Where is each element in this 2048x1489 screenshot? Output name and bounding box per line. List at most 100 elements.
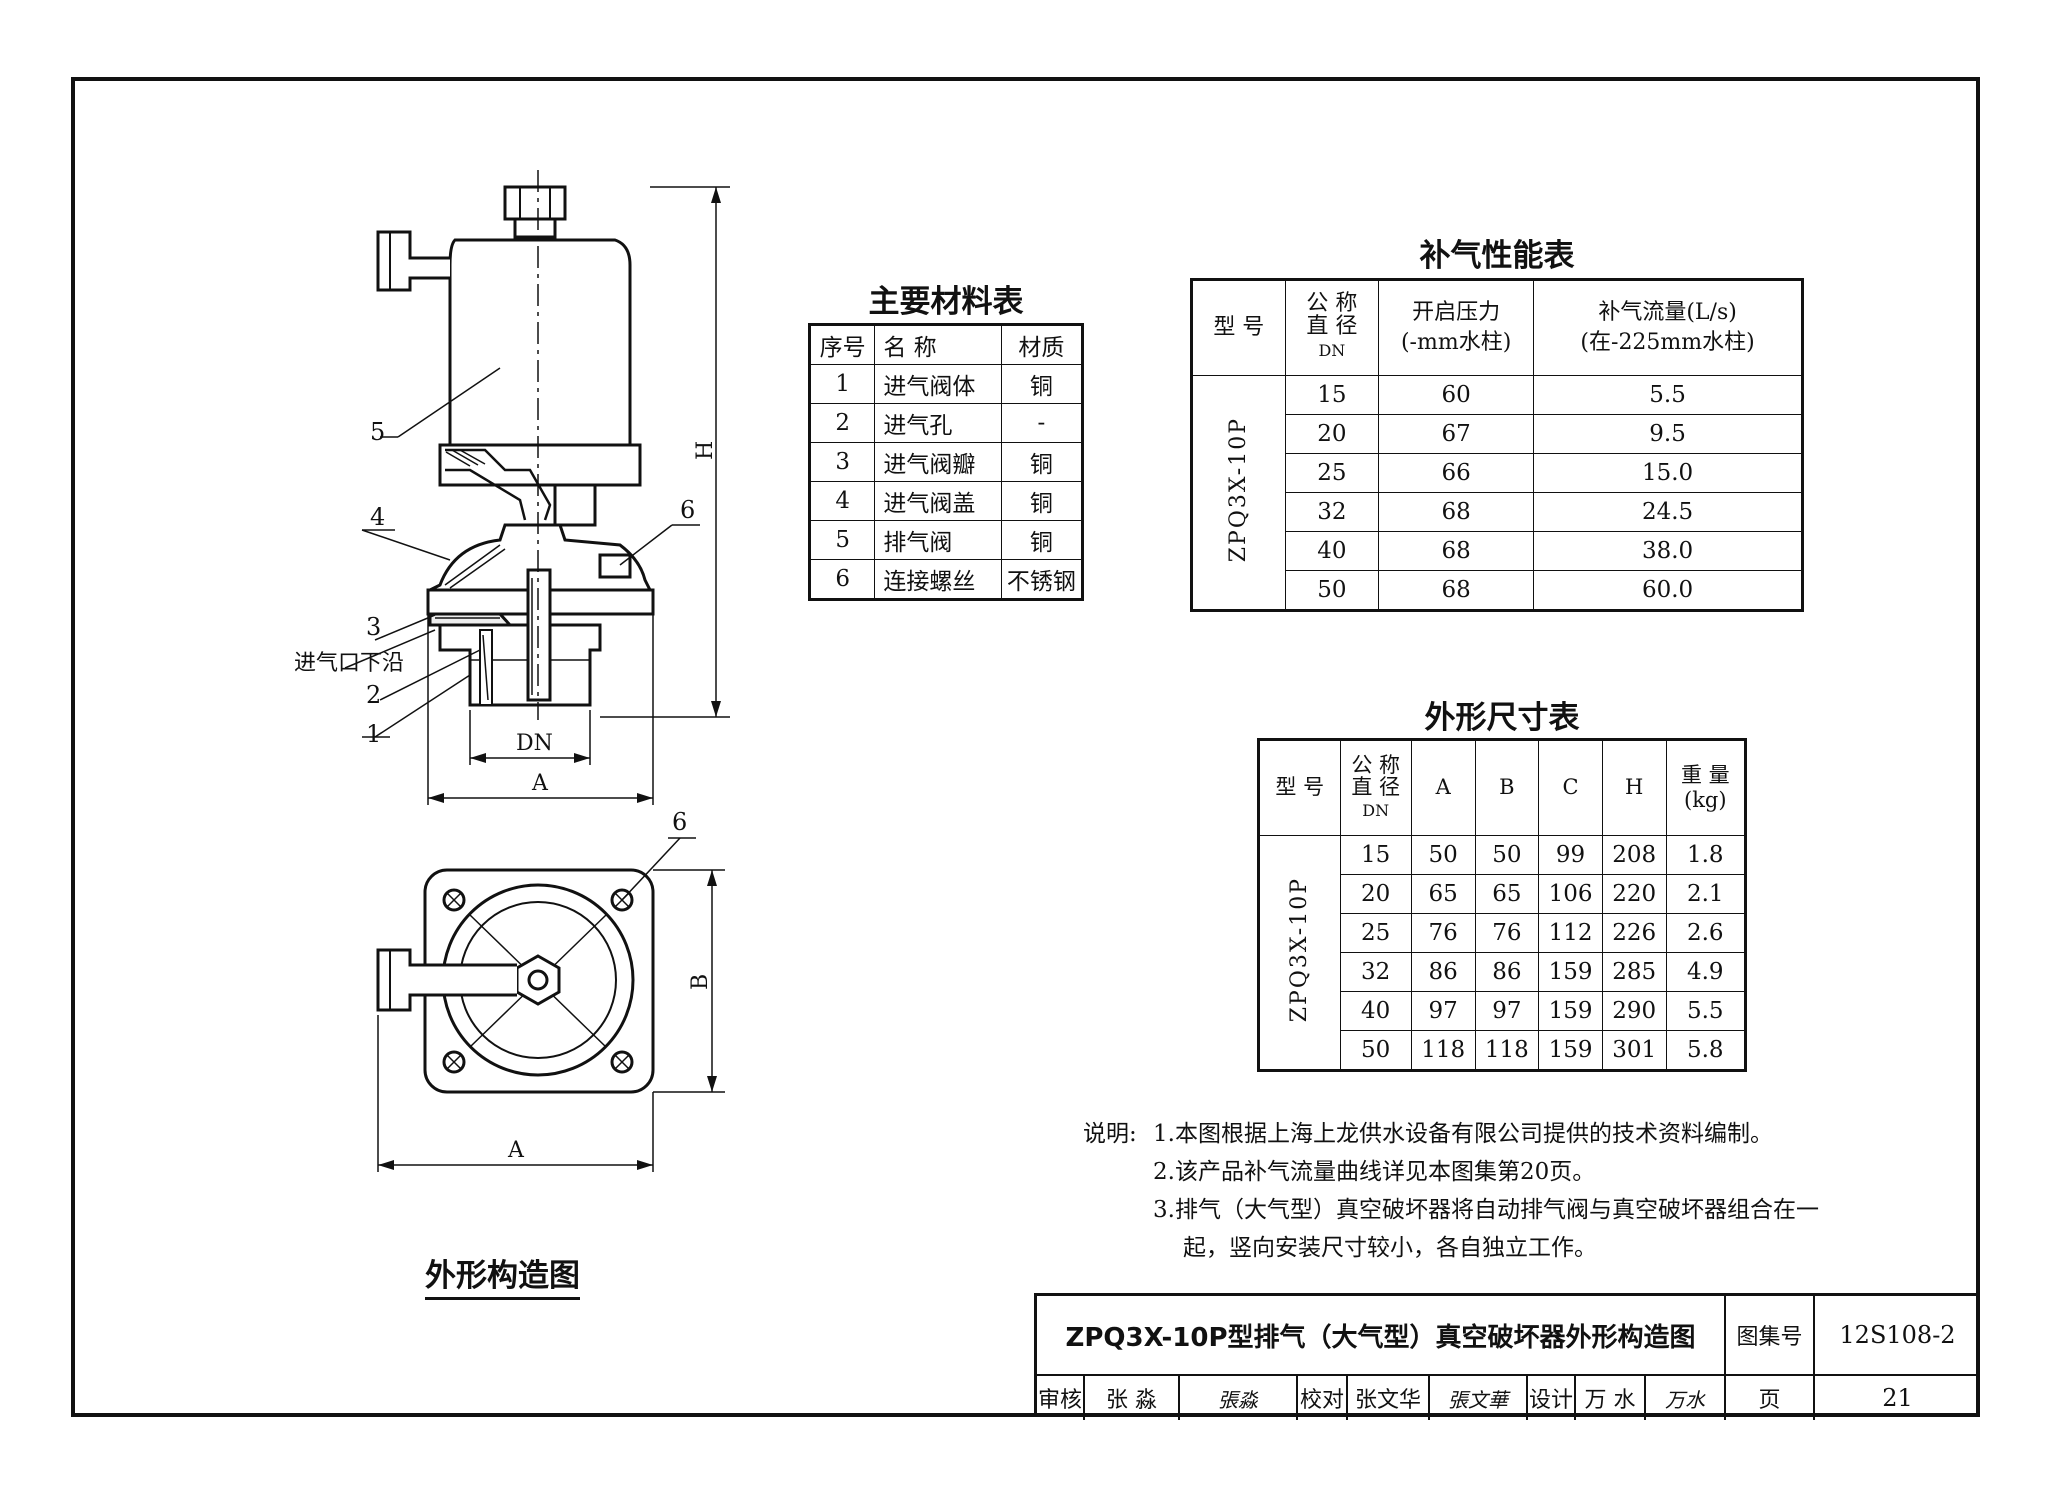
table-cell: 20 (1284, 414, 1380, 454)
table-row: 2 进气孔 - (808, 403, 1084, 443)
callout-2: 2 (366, 681, 381, 709)
header-model: 型 号 (1258, 739, 1341, 836)
header-weight-line2: (kg) (1684, 788, 1727, 812)
table-cell: 25 (1339, 913, 1412, 953)
table-cell: 1.8 (1665, 835, 1747, 875)
header-dn-line3: DN (1362, 800, 1390, 820)
table-cell: 1 (808, 364, 876, 404)
table-cell: 铜 (1000, 442, 1084, 482)
atlas-number-value: 12S108-2 (1815, 1296, 1980, 1376)
table-cell: 进气阀盖 (874, 481, 1002, 521)
check-signature: 張文華 (1430, 1376, 1528, 1420)
header-flow: 补气流量(L/s) (在-225mm水柱) (1533, 279, 1803, 376)
table-cell: 32 (1339, 952, 1412, 992)
header-dn-line3: DN (1318, 340, 1346, 360)
table-cell: 32 (1284, 492, 1380, 532)
table-cell: 排气阀 (874, 520, 1002, 560)
table-cell: 38.0 (1533, 531, 1803, 571)
table-cell: 5.8 (1665, 1030, 1747, 1071)
table-cell: 118 (1410, 1030, 1476, 1071)
dim-a-label: A (531, 771, 549, 796)
table-cell: 65 (1410, 874, 1476, 914)
table-cell: 15 (1339, 835, 1412, 875)
header-flow-label: 补气流量(L/s) (1598, 300, 1737, 326)
table-cell: 60 (1378, 375, 1535, 415)
dimensions-table-title: 外形尺寸表 (1424, 700, 1580, 736)
note-line-4: 起，竖向安装尺寸较小，各自独立工作。 (1183, 1235, 1597, 1261)
page-number: 21 (1882, 1384, 1913, 1412)
drawing-title: ZPQ3X-10P型排气（大气型）真空破坏器外形构造图 (1037, 1296, 1726, 1376)
header-pressure-label: 开启压力 (1412, 300, 1501, 326)
table-cell: 50 (1339, 1030, 1412, 1071)
table-cell: 76 (1474, 913, 1540, 953)
callout-6: 6 (680, 496, 695, 524)
table-cell: 159 (1538, 952, 1603, 992)
callout-6-plan: 6 (672, 808, 687, 836)
design-signature: 万水 (1646, 1376, 1726, 1420)
table-cell: 68 (1378, 570, 1535, 611)
model-label: ZPQ3X-10P (1287, 876, 1313, 1023)
header-b: B (1474, 739, 1540, 836)
header-dn-line1: 公 称 (1351, 752, 1400, 777)
model-cell: ZPQ3X-10P (1258, 835, 1341, 1071)
table-cell: 159 (1538, 1030, 1603, 1071)
table-cell: 25 (1284, 453, 1380, 493)
note-line-2: 2.该产品补气流量曲线详见本图集第20页。 (1153, 1159, 1596, 1185)
table-row: 4 进气阀盖 铜 (808, 481, 1084, 521)
valve-drawing: 5 4 6 3 进气口下沿 2 1 DN A H 6 B A (294, 170, 730, 1172)
table-cell: 50 (1284, 570, 1380, 611)
header-pressure: 开启压力 (-mm水柱) (1378, 279, 1535, 376)
table-cell: 5 (808, 520, 876, 560)
header-cell: 材质 (1000, 324, 1084, 365)
table-cell: 15 (1284, 375, 1380, 415)
dim-a-plan-label: A (507, 1138, 525, 1163)
table-cell: 208 (1601, 835, 1667, 875)
table-cell: 连接螺丝 (874, 559, 1002, 600)
header-flow-unit: (在-225mm水柱) (1580, 330, 1755, 355)
header-h: H (1601, 739, 1667, 836)
model-cell: ZPQ3X-10P (1191, 375, 1286, 611)
callout-3: 3 (366, 613, 381, 641)
table-cell: 301 (1601, 1030, 1667, 1071)
header-model: 型 号 (1191, 279, 1286, 376)
callout-1: 1 (366, 720, 381, 748)
callout-5: 5 (370, 418, 385, 446)
table-row: 3 进气阀瓣 铜 (808, 442, 1084, 482)
review-signature: 張淼 (1180, 1376, 1298, 1420)
table-cell: 9.5 (1533, 414, 1803, 454)
design-label: 设计 (1528, 1376, 1576, 1420)
dim-h-label: H (693, 441, 718, 460)
header-dn: 公 称 直 径 DN (1339, 739, 1412, 836)
table-cell: 铜 (1000, 481, 1084, 521)
header-c: C (1538, 739, 1603, 836)
table-row: 50 118 118 159 301 5.8 (1259, 1030, 1747, 1071)
table-cell: 2.1 (1665, 874, 1747, 914)
table-cell: 4 (808, 481, 876, 521)
table-cell: 86 (1410, 952, 1476, 992)
table-cell: 15.0 (1533, 453, 1803, 493)
note-line-1: 1.本图根据上海上龙供水设备有限公司提供的技术资料编制。 (1153, 1121, 1773, 1147)
table-row: 1 进气阀体 铜 (808, 364, 1084, 404)
table-cell: 285 (1601, 952, 1667, 992)
header-pressure-unit: (-mm水柱) (1400, 330, 1512, 355)
table-cell: 铜 (1000, 520, 1084, 560)
table-cell: 159 (1538, 991, 1603, 1031)
table-cell: 112 (1538, 913, 1603, 953)
atlas-number-label: 图集号 (1726, 1296, 1815, 1376)
table-row: 32 86 86 159 285 4.9 (1259, 952, 1747, 992)
table-row: 6 连接螺丝 不锈钢 (808, 559, 1084, 600)
table-cell: 290 (1601, 991, 1667, 1031)
table-cell: 68 (1378, 531, 1535, 571)
table-cell: 66 (1378, 453, 1535, 493)
table-cell: 60.0 (1533, 570, 1803, 611)
table-cell: 50 (1474, 835, 1540, 875)
table-cell: 97 (1410, 991, 1476, 1031)
table-cell: 不锈钢 (1000, 559, 1084, 600)
table-cell: 67 (1378, 414, 1535, 454)
table-header-row: 型 号 公 称 直 径 DN 开启压力 (-mm水柱) 补气流量(L/s) (在… (1191, 279, 1803, 376)
table-header-row: 型 号 公 称 直 径 DN A B C H 重 量 (kg) (1258, 739, 1747, 836)
table-row: 5 排气阀 铜 (808, 520, 1084, 560)
header-dn-line2: 直 径 (1306, 313, 1358, 339)
figure-caption: 外形构造图 (425, 1250, 580, 1300)
header-weight: 重 量 (kg) (1665, 739, 1747, 836)
